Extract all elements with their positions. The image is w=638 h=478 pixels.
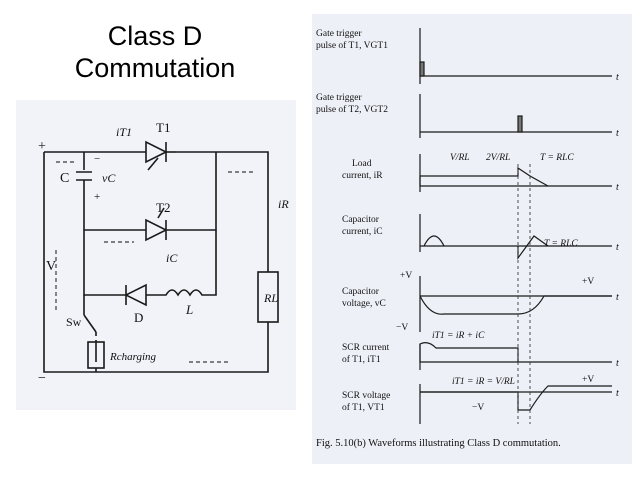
- annotation-2v-over-rl: 2V/RL: [486, 153, 510, 163]
- scr-current-label-line2: of T1, iT1: [342, 354, 381, 365]
- annotation-plus-v-right: +V: [582, 277, 594, 287]
- annotation-plus-v-scr: +V: [582, 375, 594, 385]
- label-v: V: [46, 259, 56, 274]
- scr-voltage-wave: [420, 385, 612, 411]
- annotation-it1-sum: iT1 = iR + iC: [432, 331, 485, 341]
- thyristor-t2-gate: [157, 207, 165, 219]
- gate2-label-line1: Gate trigger: [316, 93, 362, 103]
- thyristor-t2: [145, 218, 168, 242]
- annotation-tau-load: T = RLC: [540, 153, 574, 163]
- axis-cap-current: [419, 214, 612, 252]
- t-label-load: t: [616, 182, 619, 193]
- gate2-label-line2: pulse of T2, VGT2: [316, 104, 388, 115]
- label-c: C: [60, 171, 69, 186]
- label-minus: −: [38, 371, 46, 386]
- class-d-circuit-diagram: + − iT1 T1 T2 C vC − + iC iR V RL L D Sw…: [16, 100, 296, 410]
- cap-current-label-line1: Capacitor: [342, 215, 380, 225]
- gate1-label-line1: Gate trigger: [316, 29, 362, 39]
- load-label-line1: Load: [352, 159, 372, 169]
- cap-current-charge-pulse: [423, 235, 445, 247]
- thyristor-t1: [145, 140, 168, 164]
- label-vc: vC: [102, 171, 116, 185]
- t-label-gate1: t: [616, 72, 619, 83]
- label-ir: iR: [278, 197, 289, 211]
- annotation-v-over-rl: V/RL: [450, 153, 470, 163]
- label-rcharging: Rcharging: [109, 351, 157, 363]
- slide-title: Class D Commutation: [30, 20, 280, 84]
- cap-current-label-line2: current, iC: [342, 227, 383, 237]
- load-label-line2: current, iR: [342, 171, 383, 181]
- class-d-waveforms: Gate trigger pulse of T1, VGT1 Gate trig…: [312, 14, 632, 464]
- scr-current-wave: [419, 342, 519, 362]
- label-cap-minus: −: [94, 153, 100, 165]
- t-label-cap-current: t: [616, 242, 619, 253]
- annotation-minus-v-scr: −V: [472, 403, 484, 413]
- label-it1: iT1: [116, 125, 132, 139]
- gate1-label-line2: pulse of T1, VGT1: [316, 40, 388, 51]
- cap-voltage-label-line2: voltage, vC: [342, 299, 386, 309]
- axis-gate2: [419, 94, 612, 138]
- label-l: L: [185, 302, 193, 317]
- label-cap-plus: +: [94, 191, 100, 203]
- slide-title-line1: Class D: [107, 21, 203, 51]
- figure-caption: Fig. 5.10(b) Waveforms illustrating Clas…: [316, 438, 561, 449]
- resistor-rl: [257, 271, 279, 323]
- label-t1: T1: [156, 120, 170, 135]
- t-label-cap-voltage: t: [616, 292, 619, 303]
- scr-voltage-label-line2: of T1, VT1: [342, 402, 385, 413]
- thyristor-t1-gate: [147, 157, 159, 171]
- label-d: D: [134, 310, 143, 325]
- gate1-pulse: [419, 61, 425, 77]
- waveform-paper: [312, 14, 632, 464]
- scr-voltage-label-line1: SCR voltage: [342, 391, 390, 401]
- label-plus: +: [38, 139, 46, 154]
- annotation-it1-eq: iT1 = iR = V/RL: [452, 377, 515, 387]
- label-sw: Sw: [66, 315, 82, 329]
- label-ic: iC: [166, 251, 178, 265]
- label-t2: T2: [156, 200, 170, 215]
- label-rl: RL: [263, 291, 278, 305]
- wire-left-bottom: [43, 152, 246, 373]
- t-label-gate2: t: [616, 128, 619, 139]
- annotation-plus-v: +V: [400, 271, 412, 281]
- switch-sw: [83, 314, 97, 333]
- scr-current-label-line1: SCR current: [342, 343, 390, 353]
- wire-bottom-right: [246, 322, 269, 373]
- wire-top-right: [176, 151, 269, 272]
- t-label-scr-voltage: t: [616, 388, 619, 399]
- annotation-tau-cap: T = RLC: [544, 239, 578, 249]
- inductor-l: [146, 230, 217, 297]
- gate2-pulse: [517, 115, 523, 133]
- cap-current-discharge: [517, 235, 549, 260]
- annotation-minus-v: −V: [396, 323, 408, 333]
- slide-title-line2: Commutation: [74, 53, 236, 83]
- t-label-scr-current: t: [616, 358, 619, 369]
- cap-voltage-label-line1: Capacitor: [342, 287, 380, 297]
